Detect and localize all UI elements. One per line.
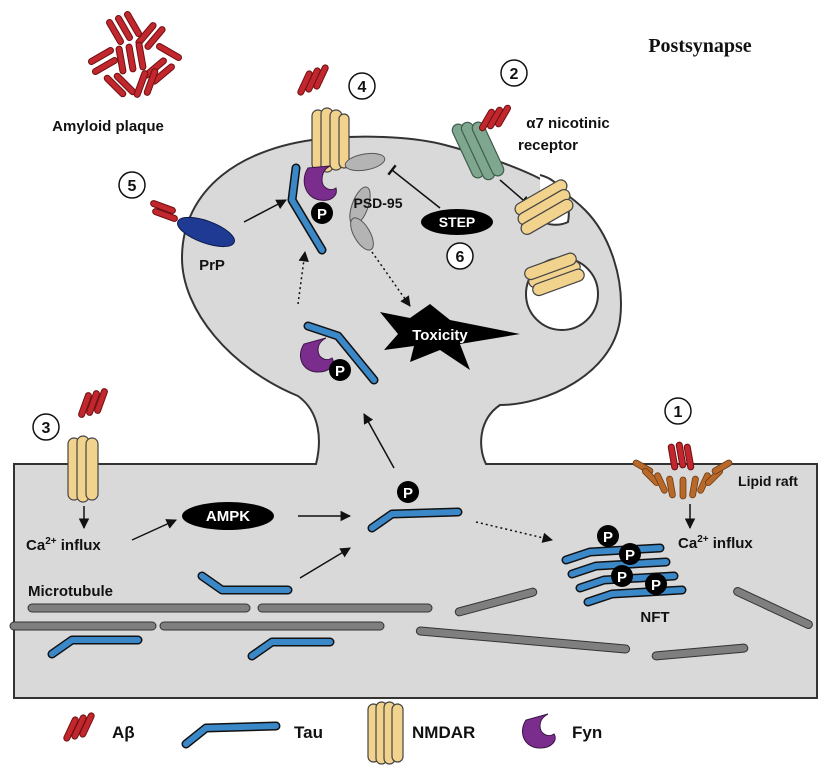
page-title: Postsynapse xyxy=(648,35,751,57)
ampk-kinase-icon: AMPK xyxy=(182,502,274,530)
svg-text:5: 5 xyxy=(128,178,137,195)
abeta-oligomer-1-icon xyxy=(667,441,695,471)
psd95-scaffold-icon xyxy=(344,152,386,251)
prp-to-nmdar-arrow xyxy=(243,199,287,223)
step-number-2: 2 xyxy=(500,59,528,87)
free-tau-to-ptau-arrow xyxy=(299,547,351,579)
microtubule-label: Microtubule xyxy=(28,583,113,600)
a7-receptor-label-line2: receptor xyxy=(518,137,578,154)
nft-label: NFT xyxy=(640,609,669,626)
svg-text:P: P xyxy=(625,547,635,564)
legend-nmdar-label: NMDAR xyxy=(412,723,475,742)
svg-text:P: P xyxy=(317,206,327,223)
step-number-5: 5 xyxy=(118,171,146,199)
legend-fyn-icon xyxy=(522,713,556,749)
lipid-raft-icon xyxy=(632,459,733,500)
nmdar-receptor-4-icon xyxy=(311,107,350,173)
ca-influx-right-label: Ca2+ influx xyxy=(678,534,753,552)
svg-text:2: 2 xyxy=(510,66,519,83)
a7-nicotinic-receptor-icon xyxy=(451,121,505,181)
step-phosphatase-icon: STEP xyxy=(421,209,493,235)
prp-label: PrP xyxy=(199,257,225,274)
amyloid-plaque-label: Amyloid plaque xyxy=(52,118,164,135)
fyn-in-spine-icon xyxy=(300,337,334,373)
phospho-spine-icon: P xyxy=(329,359,351,381)
abeta-oligomer-2-icon xyxy=(479,104,511,132)
svg-text:6: 6 xyxy=(456,249,465,266)
phospho-dendrite-icon: P xyxy=(397,481,419,503)
svg-text:P: P xyxy=(335,363,345,380)
toxicity-label: Toxicity xyxy=(412,327,468,344)
fyn-kinase-4-icon xyxy=(303,165,337,201)
abeta-oligomer-5-icon xyxy=(150,200,178,222)
svg-text:AMPK: AMPK xyxy=(206,508,250,525)
ca-to-ampk-arrow xyxy=(131,519,177,541)
lipid-raft-label: Lipid raft xyxy=(738,473,798,489)
legend-abeta-label: Aβ xyxy=(112,723,135,742)
svg-text:P: P xyxy=(651,577,661,594)
svg-text:4: 4 xyxy=(358,79,367,96)
microtubules xyxy=(9,587,813,661)
step-number-3: 3 xyxy=(32,413,60,441)
a7-receptor-label-line1: α7 nicotinic xyxy=(526,115,609,132)
ca-influx-left-label: Ca2+ influx xyxy=(26,536,101,554)
step-number-4: 4 xyxy=(348,72,376,100)
step-number-6: 6 xyxy=(446,242,474,270)
nmdar-endosome-icon xyxy=(524,252,585,297)
legend-abeta-icon xyxy=(63,712,95,742)
psd95-to-toxicity-arrow xyxy=(371,251,411,307)
svg-text:P: P xyxy=(403,485,413,502)
abeta-oligomer-4-icon xyxy=(297,64,329,96)
legend-nmdar-icon xyxy=(367,701,404,765)
nmdar-receptor-3-icon xyxy=(67,435,99,503)
toxicity-burst-icon xyxy=(380,304,520,370)
tau-fyn-to-nmdar-arrow xyxy=(297,250,309,305)
step-inhibition-line xyxy=(387,164,441,209)
prp-prion-protein-icon xyxy=(177,216,235,248)
amyloid-plaque-icon xyxy=(87,10,183,98)
svg-text:P: P xyxy=(603,529,613,546)
tau-to-nft-arrow xyxy=(475,521,554,543)
legend-fyn-label: Fyn xyxy=(572,723,602,742)
nft-phospho-groups-icon: P P P P xyxy=(597,525,667,595)
nmdar-internalizing-icon xyxy=(514,179,574,235)
legend: Aβ Tau NMDAR Fyn xyxy=(63,701,602,765)
svg-text:STEP: STEP xyxy=(439,214,476,230)
dendrite-and-spine xyxy=(13,135,818,699)
svg-text:3: 3 xyxy=(42,420,51,437)
legend-tau-label: Tau xyxy=(294,723,323,742)
svg-text:P: P xyxy=(617,569,627,586)
step-number-1: 1 xyxy=(664,397,692,425)
free-tau-molecules-icon xyxy=(47,571,335,661)
svg-text:1: 1 xyxy=(674,404,683,421)
tau-to-spine-arrow xyxy=(363,413,395,469)
psd95-label: PSD-95 xyxy=(353,195,402,211)
abeta-oligomer-3-icon xyxy=(78,388,108,418)
phospho-group-4-icon: P xyxy=(311,202,333,224)
